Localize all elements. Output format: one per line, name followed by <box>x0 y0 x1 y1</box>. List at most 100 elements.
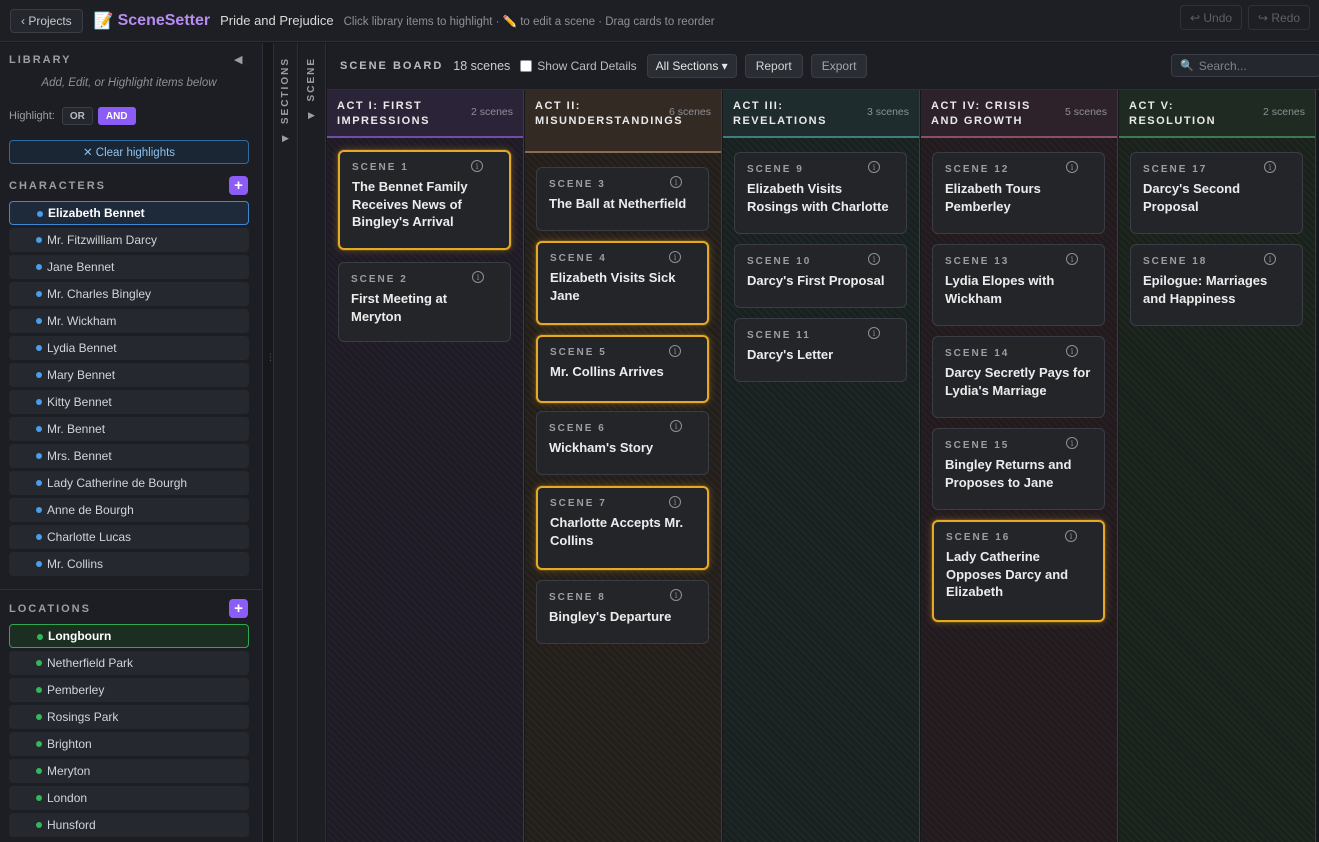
sidebar-resize-handle[interactable] <box>264 43 273 842</box>
info-icon[interactable]: i <box>669 496 681 508</box>
info-icon[interactable]: i <box>1264 161 1276 173</box>
report-button[interactable]: Report <box>744 54 803 78</box>
character-item[interactable]: Mr. Bennet <box>9 417 249 441</box>
add-character-button[interactable]: + <box>229 176 248 195</box>
expand-sections-icon[interactable]: ▶ <box>282 133 289 143</box>
character-item[interactable]: Mr. Charles Bingley <box>9 282 249 306</box>
expand-scene-icon[interactable]: ▶ <box>308 110 315 120</box>
info-icon[interactable]: i <box>669 345 681 357</box>
character-item[interactable]: Jane Bennet <box>9 255 249 279</box>
library-subtitle: Add, Edit, or Highlight items below <box>41 77 217 89</box>
board-header: SCENE BOARD 18 scenes Show Card Details … <box>327 43 1319 90</box>
color-dot-icon <box>36 795 42 801</box>
character-item[interactable]: Charlotte Lucas <box>9 525 249 549</box>
info-icon[interactable]: i <box>472 271 484 283</box>
character-item[interactable]: Anne de Bourgh <box>9 498 249 522</box>
character-item[interactable]: Mary Bennet <box>9 363 249 387</box>
info-icon[interactable]: i <box>669 251 681 263</box>
info-icon[interactable]: i <box>1066 345 1078 357</box>
projects-button[interactable]: ‹ Projects <box>10 8 83 33</box>
character-item[interactable]: Mrs. Bennet <box>9 444 249 468</box>
character-item[interactable]: Kitty Bennet <box>9 390 249 414</box>
export-button[interactable]: Export <box>810 54 868 78</box>
character-item[interactable]: Mr. Fitzwilliam Darcy <box>9 228 249 252</box>
info-icon[interactable]: i <box>1065 530 1077 542</box>
item-label: Lydia Bennet <box>47 341 117 355</box>
scene-title: Elizabeth Visits Sick Jane <box>550 270 676 303</box>
location-item[interactable]: Netherfield Park <box>9 651 249 675</box>
search-input[interactable]: 🔍 Search... <box>1171 54 1319 77</box>
location-item[interactable]: Longbourn <box>9 624 249 648</box>
info-icon[interactable]: i <box>1066 161 1078 173</box>
location-item[interactable]: Rosings Park <box>9 705 249 729</box>
info-icon[interactable]: i <box>868 253 880 265</box>
show-details-toggle[interactable]: Show Card Details <box>520 59 637 73</box>
info-icon[interactable]: i <box>1264 253 1276 265</box>
scene-title: Elizabeth Visits Rosings with Charlotte <box>747 181 889 214</box>
character-item[interactable]: Mr. Collins <box>9 552 249 576</box>
item-label: Hunsford <box>47 818 96 832</box>
info-icon[interactable]: i <box>670 589 682 601</box>
highlight-or-button[interactable]: OR <box>61 107 93 125</box>
location-item[interactable]: London <box>9 786 249 810</box>
location-item[interactable]: Hunsford <box>9 813 249 837</box>
info-icon[interactable]: i <box>1066 253 1078 265</box>
location-item[interactable]: Pemberley <box>9 678 249 702</box>
item-label: London <box>47 791 88 805</box>
sections-strip[interactable]: SECTIONS ▶ <box>273 43 298 842</box>
character-item[interactable]: Lady Catherine de Bourgh <box>9 471 249 495</box>
scene-number: SCENE 18 <box>1143 256 1208 267</box>
info-icon[interactable]: i <box>868 327 880 339</box>
color-dot-icon <box>36 345 42 351</box>
character-item[interactable]: Elizabeth Bennet <box>9 201 249 225</box>
highlight-label: Highlight: <box>9 110 55 122</box>
location-item[interactable]: Meryton <box>9 759 249 783</box>
clear-highlights-button[interactable]: ✕ Clear highlights <box>9 140 249 164</box>
info-icon[interactable]: i <box>471 160 483 172</box>
redo-button[interactable]: ↪ Redo <box>1248 5 1311 30</box>
scene-strip[interactable]: SCENE ▶ <box>299 43 326 842</box>
add-location-button[interactable]: + <box>229 599 248 618</box>
checkbox[interactable] <box>520 60 533 72</box>
highlight-and-button[interactable]: AND <box>97 107 136 125</box>
info-icon[interactable]: i <box>1066 437 1078 449</box>
section-filter-select[interactable]: All Sections ▾ <box>646 54 737 78</box>
info-icon[interactable]: i <box>670 176 682 188</box>
collapse-left-icon[interactable]: ◀ <box>234 54 243 66</box>
location-item[interactable]: Brighton <box>9 732 249 756</box>
info-icon[interactable]: i <box>868 161 880 173</box>
character-item[interactable]: Mr. Wickham <box>9 309 249 333</box>
character-item[interactable]: Lydia Bennet <box>9 336 249 360</box>
scene-number: SCENE 17 <box>1143 164 1208 175</box>
undo-button[interactable]: ↩ Undo <box>1180 5 1243 30</box>
info-icon[interactable]: i <box>670 420 682 432</box>
